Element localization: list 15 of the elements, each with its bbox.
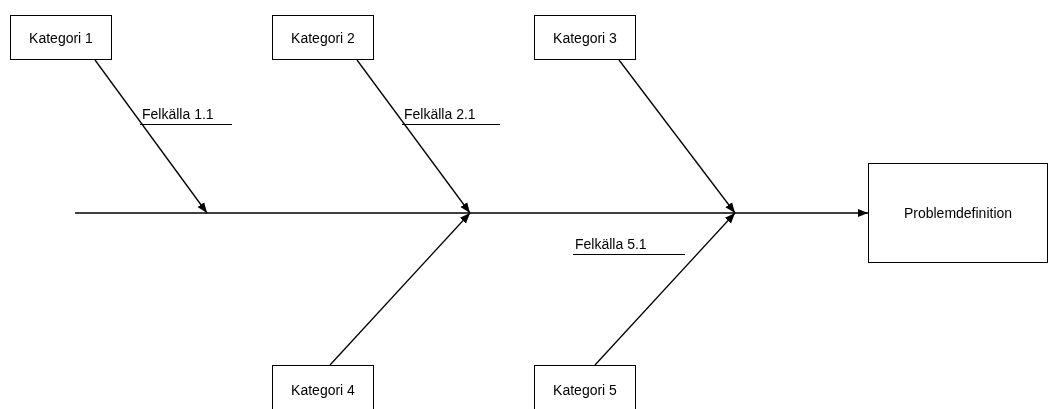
cause-label: Felkälla 2.1 xyxy=(402,106,500,125)
arrow xyxy=(94,59,208,214)
category-box: Kategori 2 xyxy=(272,15,374,60)
arrow xyxy=(594,212,736,366)
category-box: Kategori 3 xyxy=(534,15,636,60)
arrow xyxy=(74,208,869,218)
cause-label: Felkälla 1.1 xyxy=(140,106,232,125)
category-box: Kategori 4 xyxy=(272,365,374,409)
arrow xyxy=(356,59,471,214)
arrow xyxy=(618,59,736,214)
problem-box: Problemdefinition xyxy=(868,163,1048,263)
category-box: Kategori 5 xyxy=(534,365,636,409)
arrow xyxy=(329,212,471,366)
category-box: Kategori 1 xyxy=(10,15,112,60)
cause-label: Felkälla 5.1 xyxy=(573,236,685,255)
